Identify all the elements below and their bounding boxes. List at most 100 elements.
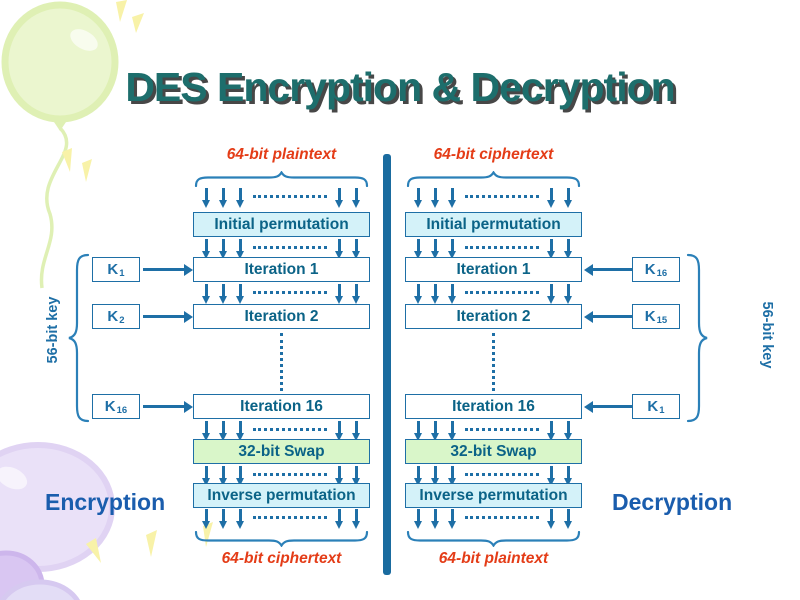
key-label: K [107,261,119,278]
key-subscript: 16 [656,268,668,279]
down-arrow-icon [219,239,228,260]
key-subscript: 2 [119,315,125,326]
encryption-flow-column: 64-bit plaintext Initial permutation Ite… [193,0,370,600]
down-arrow-icon [564,188,573,209]
down-arrow-icon [202,421,211,442]
down-arrow-icon [564,509,573,530]
decryption-flow-column: 64-bit ciphertext Initial permutation It… [405,0,582,600]
dotted-line [253,291,327,294]
swap-box: 32-bit Swap [405,439,582,464]
down-arrow-icon [547,466,556,487]
key-label: K [107,308,119,325]
arrow-row [405,239,582,261]
down-arrow-icon [448,421,457,442]
arrow-row [405,284,582,306]
down-arrow-icon [431,188,440,209]
down-arrow-icon [547,284,556,305]
down-arrow-icon [448,188,457,209]
down-arrow-icon [414,284,423,305]
down-arrow-icon [414,239,423,260]
down-arrow-icon [335,188,344,209]
arrow-row [193,284,370,306]
down-arrow-icon [414,509,423,530]
key-label: K [647,398,659,415]
down-arrow-icon [335,466,344,487]
down-arrow-icon [431,466,440,487]
down-arrow-icon [414,466,423,487]
down-arrow-icon [564,466,573,487]
brace-right-icon [686,253,708,423]
down-arrow-icon [352,466,361,487]
down-arrow-icon [352,421,361,442]
down-arrow-icon [431,284,440,305]
dotted-line [465,246,539,249]
down-arrow-icon [236,284,245,305]
brace-up-icon [194,171,369,187]
sparkle-icon [116,0,127,22]
center-divider [383,154,391,575]
down-arrow-icon [431,509,440,530]
down-arrow-icon [219,284,228,305]
down-arrow-icon [236,188,245,209]
down-arrow-icon [448,509,457,530]
down-arrow-icon [236,239,245,260]
down-arrow-icon [414,188,423,209]
down-arrow-icon [448,284,457,305]
key-subscript: 15 [656,315,668,326]
down-arrow-icon [219,509,228,530]
plaintext-bottom-label: 64-bit plaintext [438,550,549,567]
key-subscript: 1 [119,268,125,279]
down-arrow-icon [219,421,228,442]
down-arrow-icon [547,509,556,530]
down-arrow-icon [414,421,423,442]
down-arrow-icon [352,509,361,530]
right-arrow-icon [143,400,193,413]
vertical-dotted-connector [491,333,495,391]
down-arrow-icon [352,188,361,209]
brace-down-icon [406,531,581,547]
key-subscript: 1 [659,405,665,416]
sparkle-icon [86,538,101,563]
brace-up-icon [406,171,581,187]
down-arrow-icon [202,239,211,260]
arrow-row [193,466,370,488]
dotted-line [465,473,539,476]
left-arrow-icon [584,263,632,276]
ciphertext-top-label: 64-bit ciphertext [433,146,554,163]
dotted-line [253,195,327,198]
down-arrow-icon [564,284,573,305]
down-arrow-icon [448,466,457,487]
down-arrow-icon [448,239,457,260]
down-arrow-icon [236,466,245,487]
brace-left-icon [68,253,90,423]
iteration-2-box: Iteration 2 [193,304,370,329]
arrow-row [193,421,370,443]
down-arrow-icon [431,239,440,260]
dotted-line [465,428,539,431]
inverse-permutation-box: Inverse permutation [405,483,582,508]
dotted-line [465,195,539,198]
vertical-dotted-connector [279,333,283,391]
encryption-label: Encryption [45,489,166,515]
down-arrow-icon [431,421,440,442]
down-arrow-icon [236,421,245,442]
key-subscript: 16 [116,405,128,416]
arrow-row [193,509,370,531]
arrow-row [405,188,582,210]
down-arrow-icon [564,421,573,442]
down-arrow-icon [219,466,228,487]
arrow-row [405,466,582,488]
left-arrow-icon [584,400,632,413]
iteration-16-box: Iteration 16 [405,394,582,419]
decryption-label: Decryption [612,489,733,515]
down-arrow-icon [547,239,556,260]
down-arrow-icon [202,509,211,530]
dotted-line [253,473,327,476]
dotted-line [465,516,539,519]
